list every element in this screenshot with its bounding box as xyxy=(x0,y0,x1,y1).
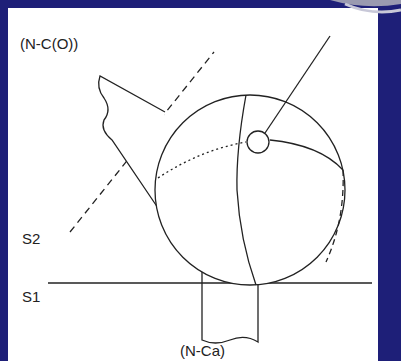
plane-label: S1 xyxy=(22,289,40,304)
figure-panel xyxy=(8,8,378,361)
plane-label: S2 xyxy=(22,231,40,246)
meridian xyxy=(237,95,256,285)
corner-swoosh xyxy=(345,4,401,12)
bond-spot xyxy=(247,131,269,153)
equator-hidden xyxy=(158,142,246,178)
corner-swoosh xyxy=(330,0,401,6)
equator-hidden xyxy=(326,170,343,262)
bond-axis xyxy=(265,36,330,133)
atom-sphere xyxy=(155,95,345,285)
plane-line xyxy=(48,282,372,283)
bond-label: (N-Ca) xyxy=(180,343,225,358)
bond-label: (N-C(O)) xyxy=(20,36,78,51)
equator xyxy=(270,140,343,170)
